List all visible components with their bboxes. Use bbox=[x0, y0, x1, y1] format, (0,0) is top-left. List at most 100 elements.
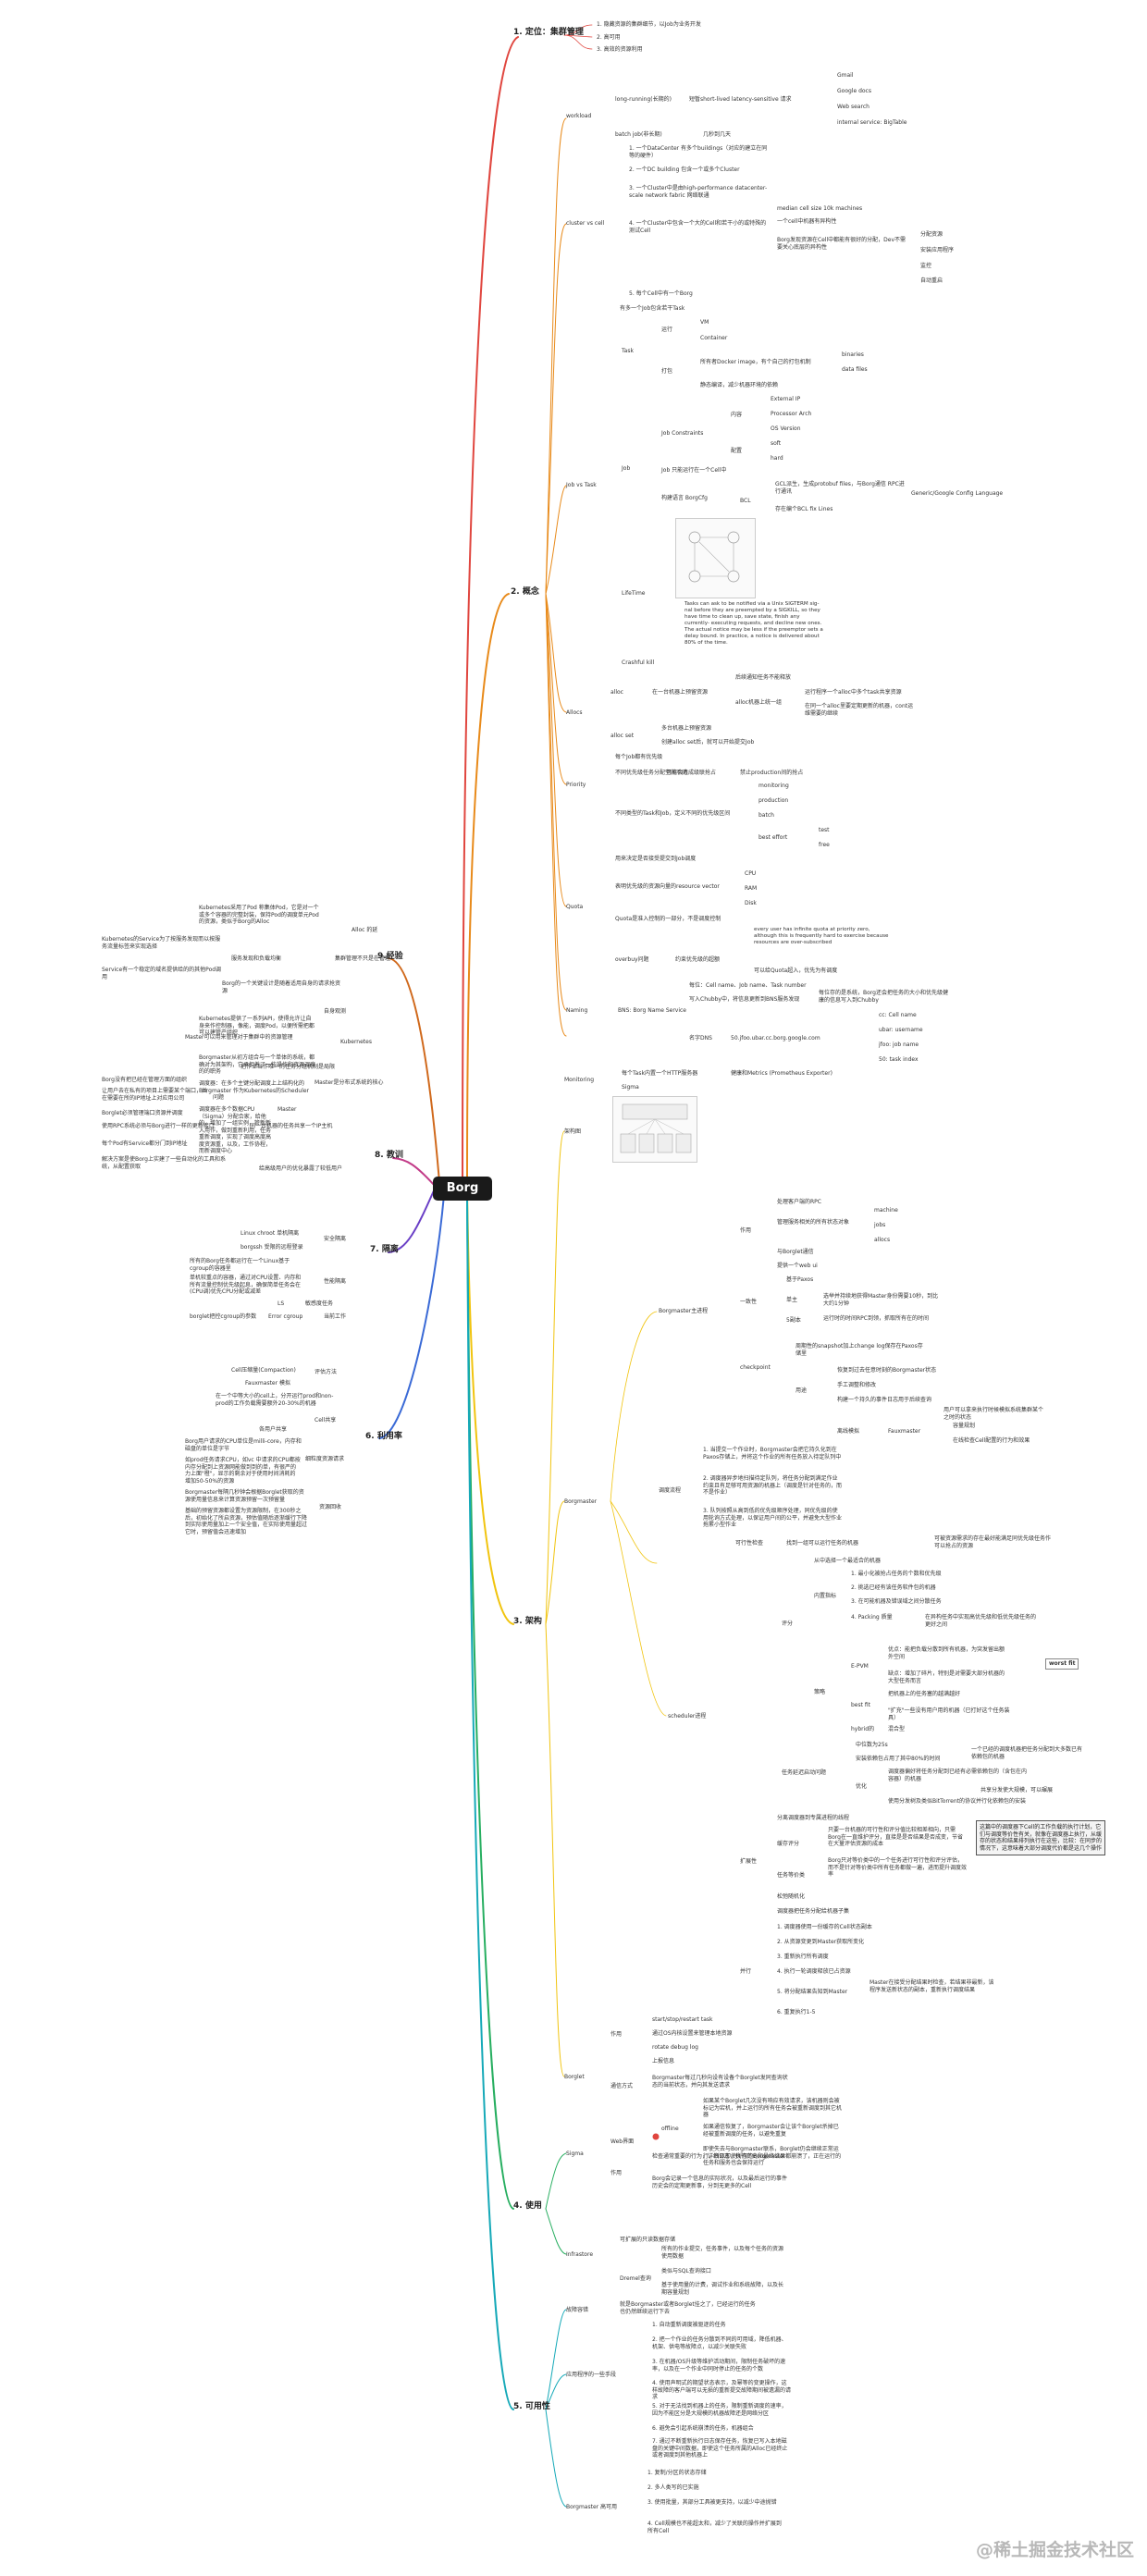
exp-k8s: Kubernetes bbox=[340, 1039, 372, 1045]
edge-root-s2 bbox=[466, 593, 510, 1180]
architecture-diagram-icon bbox=[620, 1103, 692, 1153]
bm-avail-4: 4. Cell规模也不能超太和，减少了关联的操作并扩展到所有Cell bbox=[648, 2521, 782, 2534]
edge-root-s4 bbox=[466, 1197, 514, 2210]
parallel-6: 6. 重复执行1-5 bbox=[777, 2009, 816, 2015]
cluster-note-3: 3. 一个Cluster中是由high-performance datacent… bbox=[629, 185, 768, 199]
iso-performance: 性能隔离 bbox=[324, 1278, 347, 1285]
section-2-title[interactable]: 2. 概念 bbox=[511, 587, 539, 597]
monitoring-metrics: 健康和Metrics (Prometheus Exporter) bbox=[731, 1070, 832, 1077]
section-6-title[interactable]: 6. 利用率 bbox=[365, 1432, 402, 1441]
iso-priority: 单机较重点的容器，通过对CPU设置、内存和所有流量控制优先级起息，确保简单任务会… bbox=[190, 1275, 302, 1295]
sigma-role-1: 检查通常重要的行为，详细日志，执行历史和最终结果 bbox=[652, 2153, 786, 2160]
section-1-title[interactable]: 1. 定位：集群管理 bbox=[513, 28, 584, 37]
section-3-title[interactable]: 3. 架构 bbox=[513, 1617, 542, 1626]
sigma-role-2: Borg会记录一个信息的实际状况，以及最后运行的事件历史会的定期更新事，分到无更… bbox=[652, 2175, 787, 2189]
exp-master-core: Master是分布式系统的核心 bbox=[314, 1079, 384, 1086]
edge-s4-inf bbox=[545, 2208, 567, 2255]
strategy-epvm: E-PVM bbox=[851, 1663, 869, 1670]
borglet-comm-desc: Borgmaster每过几秒向设有设备个Borglet发同查询状态的当前状态，并… bbox=[652, 2075, 788, 2089]
state-allocs: allocs bbox=[874, 1237, 891, 1243]
cluster-note-2: 2. 一个DC building 包含一个或多个Cluster bbox=[629, 166, 740, 173]
quota-vector: 表明优先级的资源向量的resource vector bbox=[615, 883, 720, 890]
util-reclaim: 资源回收 bbox=[319, 1504, 342, 1510]
cons-replicas: 5副本 bbox=[786, 1317, 801, 1324]
root-node[interactable]: Borg bbox=[433, 1177, 492, 1201]
edge-bm-sched bbox=[610, 1500, 658, 1564]
ckpt-offline: 离线模拟 bbox=[837, 1428, 860, 1435]
app-means-7: 7. 通过不断重新执行日志保存任务，恢复已写入本地磁盘的关键中间数据，即使这个任… bbox=[652, 2438, 788, 2459]
util-finegrain: 细粒度资源请求 bbox=[305, 1456, 345, 1462]
bm-avail-2: 2. 多人类写的已实施 bbox=[648, 2484, 699, 2491]
iso-borglet-cgroup: borglet把控cgroup的参数 bbox=[190, 1313, 257, 1320]
sched-step-2: 2. 调度器异步地扫描待定队列，将任务分配到满足作业约束且有足够可用资源的机器上… bbox=[703, 1475, 843, 1496]
bm-role: 作用 bbox=[740, 1227, 752, 1234]
iso-chroot: Linux chroot 单机隔离 bbox=[240, 1230, 300, 1237]
bm-availability: Borgmaster 高可用 bbox=[566, 2504, 618, 2510]
cluster-note-1: 1. 一个DataCenter 有多个buildings（对应的建立在同等的硬件… bbox=[629, 145, 768, 159]
iso-cgroup: 所有的Borg任务都运行在一个Linux基于cgroup的容器里 bbox=[190, 1258, 290, 1272]
bcl-lines: 存在编个BCL fix Lines bbox=[775, 506, 833, 512]
section-5-title[interactable]: 5. 可用性 bbox=[513, 2402, 550, 2411]
builtin-1: 1. 最小化被抢占任务的个数和优先级 bbox=[851, 1571, 942, 1577]
cluster-note-5: 5. 每个Cell中有一个Borg bbox=[629, 290, 693, 297]
job-vs-task: Job vs Task bbox=[566, 482, 597, 488]
edge-s2-jobtask bbox=[545, 485, 567, 595]
offline-3: 即使失去与Borgmaster联系，Borglet仍会继续正常运行，所以即使所有… bbox=[703, 2146, 842, 2166]
startup-optimize: 优化 bbox=[856, 1783, 868, 1790]
worst-fit-tag: worst fit bbox=[1045, 1658, 1079, 1670]
scale-equivalence-desc: Borg只对等价类中的一个任务进行可行性和评分评估，而不是针对等价类中所有任务都… bbox=[828, 1857, 968, 1878]
section-9-title[interactable]: 9.经验 bbox=[377, 952, 403, 961]
workload-batch: batch job(非长期) bbox=[615, 131, 662, 138]
package-docker: 所有者Docker image，有个自己的打包机制 bbox=[700, 359, 811, 365]
band-test: test bbox=[819, 827, 830, 833]
schedule-flow: 调度流程 bbox=[659, 1487, 682, 1494]
exp-discovery: 服务发现和负载均衡 bbox=[231, 955, 282, 962]
util-cellshare: Cell共享 bbox=[314, 1417, 337, 1424]
app-means-1: 1. 自动重新调度被驱逐的任务 bbox=[652, 2322, 726, 2328]
util-compaction-result: 在一个中等大小的cell上，分开运行prod和non-prod的工作负载需要额外… bbox=[216, 1393, 334, 1407]
constraint-hard: hard bbox=[771, 455, 783, 462]
app-websearch: Web search bbox=[837, 104, 870, 110]
edge-s5-app bbox=[545, 2373, 567, 2410]
bm-checkpoint: checkpoint bbox=[740, 1364, 771, 1371]
exp-introspection: 自身观测 bbox=[324, 1008, 347, 1015]
run-vm: VM bbox=[700, 319, 709, 326]
constraint-attr: 内容 bbox=[731, 412, 743, 418]
dns-task-index: 50: task index bbox=[879, 1056, 919, 1063]
cons-single-master: 单主 bbox=[786, 1297, 798, 1303]
job-single-cell: Job 只能运行在一个Cell中 bbox=[661, 467, 727, 474]
reclaim-decay: 基础的预留资源都设置为资源限制，在300秒之后，初始化了所启资源，预估值随后逐渐… bbox=[185, 1508, 308, 1535]
edge-s2-quota bbox=[545, 593, 567, 907]
monitoring-sigma: Sigma bbox=[622, 1084, 639, 1091]
borglet-role-3: rotate debug log bbox=[652, 2044, 698, 2051]
watermark: @稀土掘金技术社区 bbox=[975, 2540, 1134, 2560]
cluster-note-4: 4. 一个Cluster中包含一个大的Cell和若干小的或特殊的测试Cell bbox=[629, 220, 767, 234]
ckpt-restore: 恢复到过去任意时刻的Borgmaster状态 bbox=[837, 1367, 937, 1374]
infrastore-label: Infrastore bbox=[566, 2251, 594, 2258]
sched-feasibility: 可行性检查 bbox=[735, 1540, 764, 1547]
quota-admission: 用来决定是否接受提交到Job调度 bbox=[615, 856, 697, 862]
reclaim-compute: Borgmaster每隔几秒钟会根据Borglet获取的资源使用量信息来计算资源… bbox=[185, 1489, 304, 1503]
edge-s5-t1 bbox=[545, 2309, 567, 2410]
startup-packages: 安装依赖包占用了其中80%的时间 bbox=[856, 1756, 941, 1762]
app-bigtable: internal service: BigTable bbox=[837, 119, 907, 126]
quota-cpu: CPU bbox=[745, 870, 757, 877]
fauxmaster-check: 在线检查Cell配置的行为和效果 bbox=[953, 1437, 1030, 1444]
branch-2-connectors bbox=[466, 117, 567, 1180]
task-run: 运行 bbox=[661, 327, 673, 333]
section-4-title[interactable]: 4. 使用 bbox=[513, 2201, 542, 2211]
band-monitoring: monitoring bbox=[758, 783, 789, 789]
feasibility-preempt: 可被资源需求的存在最好能满足同优先级任务作可以抢占的资源 bbox=[934, 1535, 1052, 1549]
bm-role-rpc: 处理客户端的RPC bbox=[777, 1199, 821, 1205]
edge-s1-a bbox=[563, 24, 593, 36]
parallel-5-desc: Master在接受分配结果时检查，若结果非最新，该程序发送新状态的副本，重新执行… bbox=[870, 1979, 994, 1993]
bm-role-webui: 提供一个web ui bbox=[777, 1263, 818, 1269]
section-7-title[interactable]: 7. 隔离 bbox=[370, 1245, 399, 1254]
edge-s2-naming bbox=[545, 593, 567, 1011]
finegrain-increase: 增加50-50%的资源 bbox=[185, 1478, 235, 1485]
package-binaries: binaries bbox=[842, 351, 864, 358]
fault-tolerance-desc: 就是Borgmaster或者Borglet挂之了，已经运行的任务也仍然继续运行下… bbox=[620, 2301, 756, 2315]
sched-step-1: 1. 当提交一个作业时，Borgmaster会把它持久化到在Paxos存储上，并… bbox=[703, 1447, 842, 1461]
section-8-title[interactable]: 8. 教训 bbox=[375, 1151, 403, 1160]
constraint-os: OS Version bbox=[771, 425, 801, 432]
